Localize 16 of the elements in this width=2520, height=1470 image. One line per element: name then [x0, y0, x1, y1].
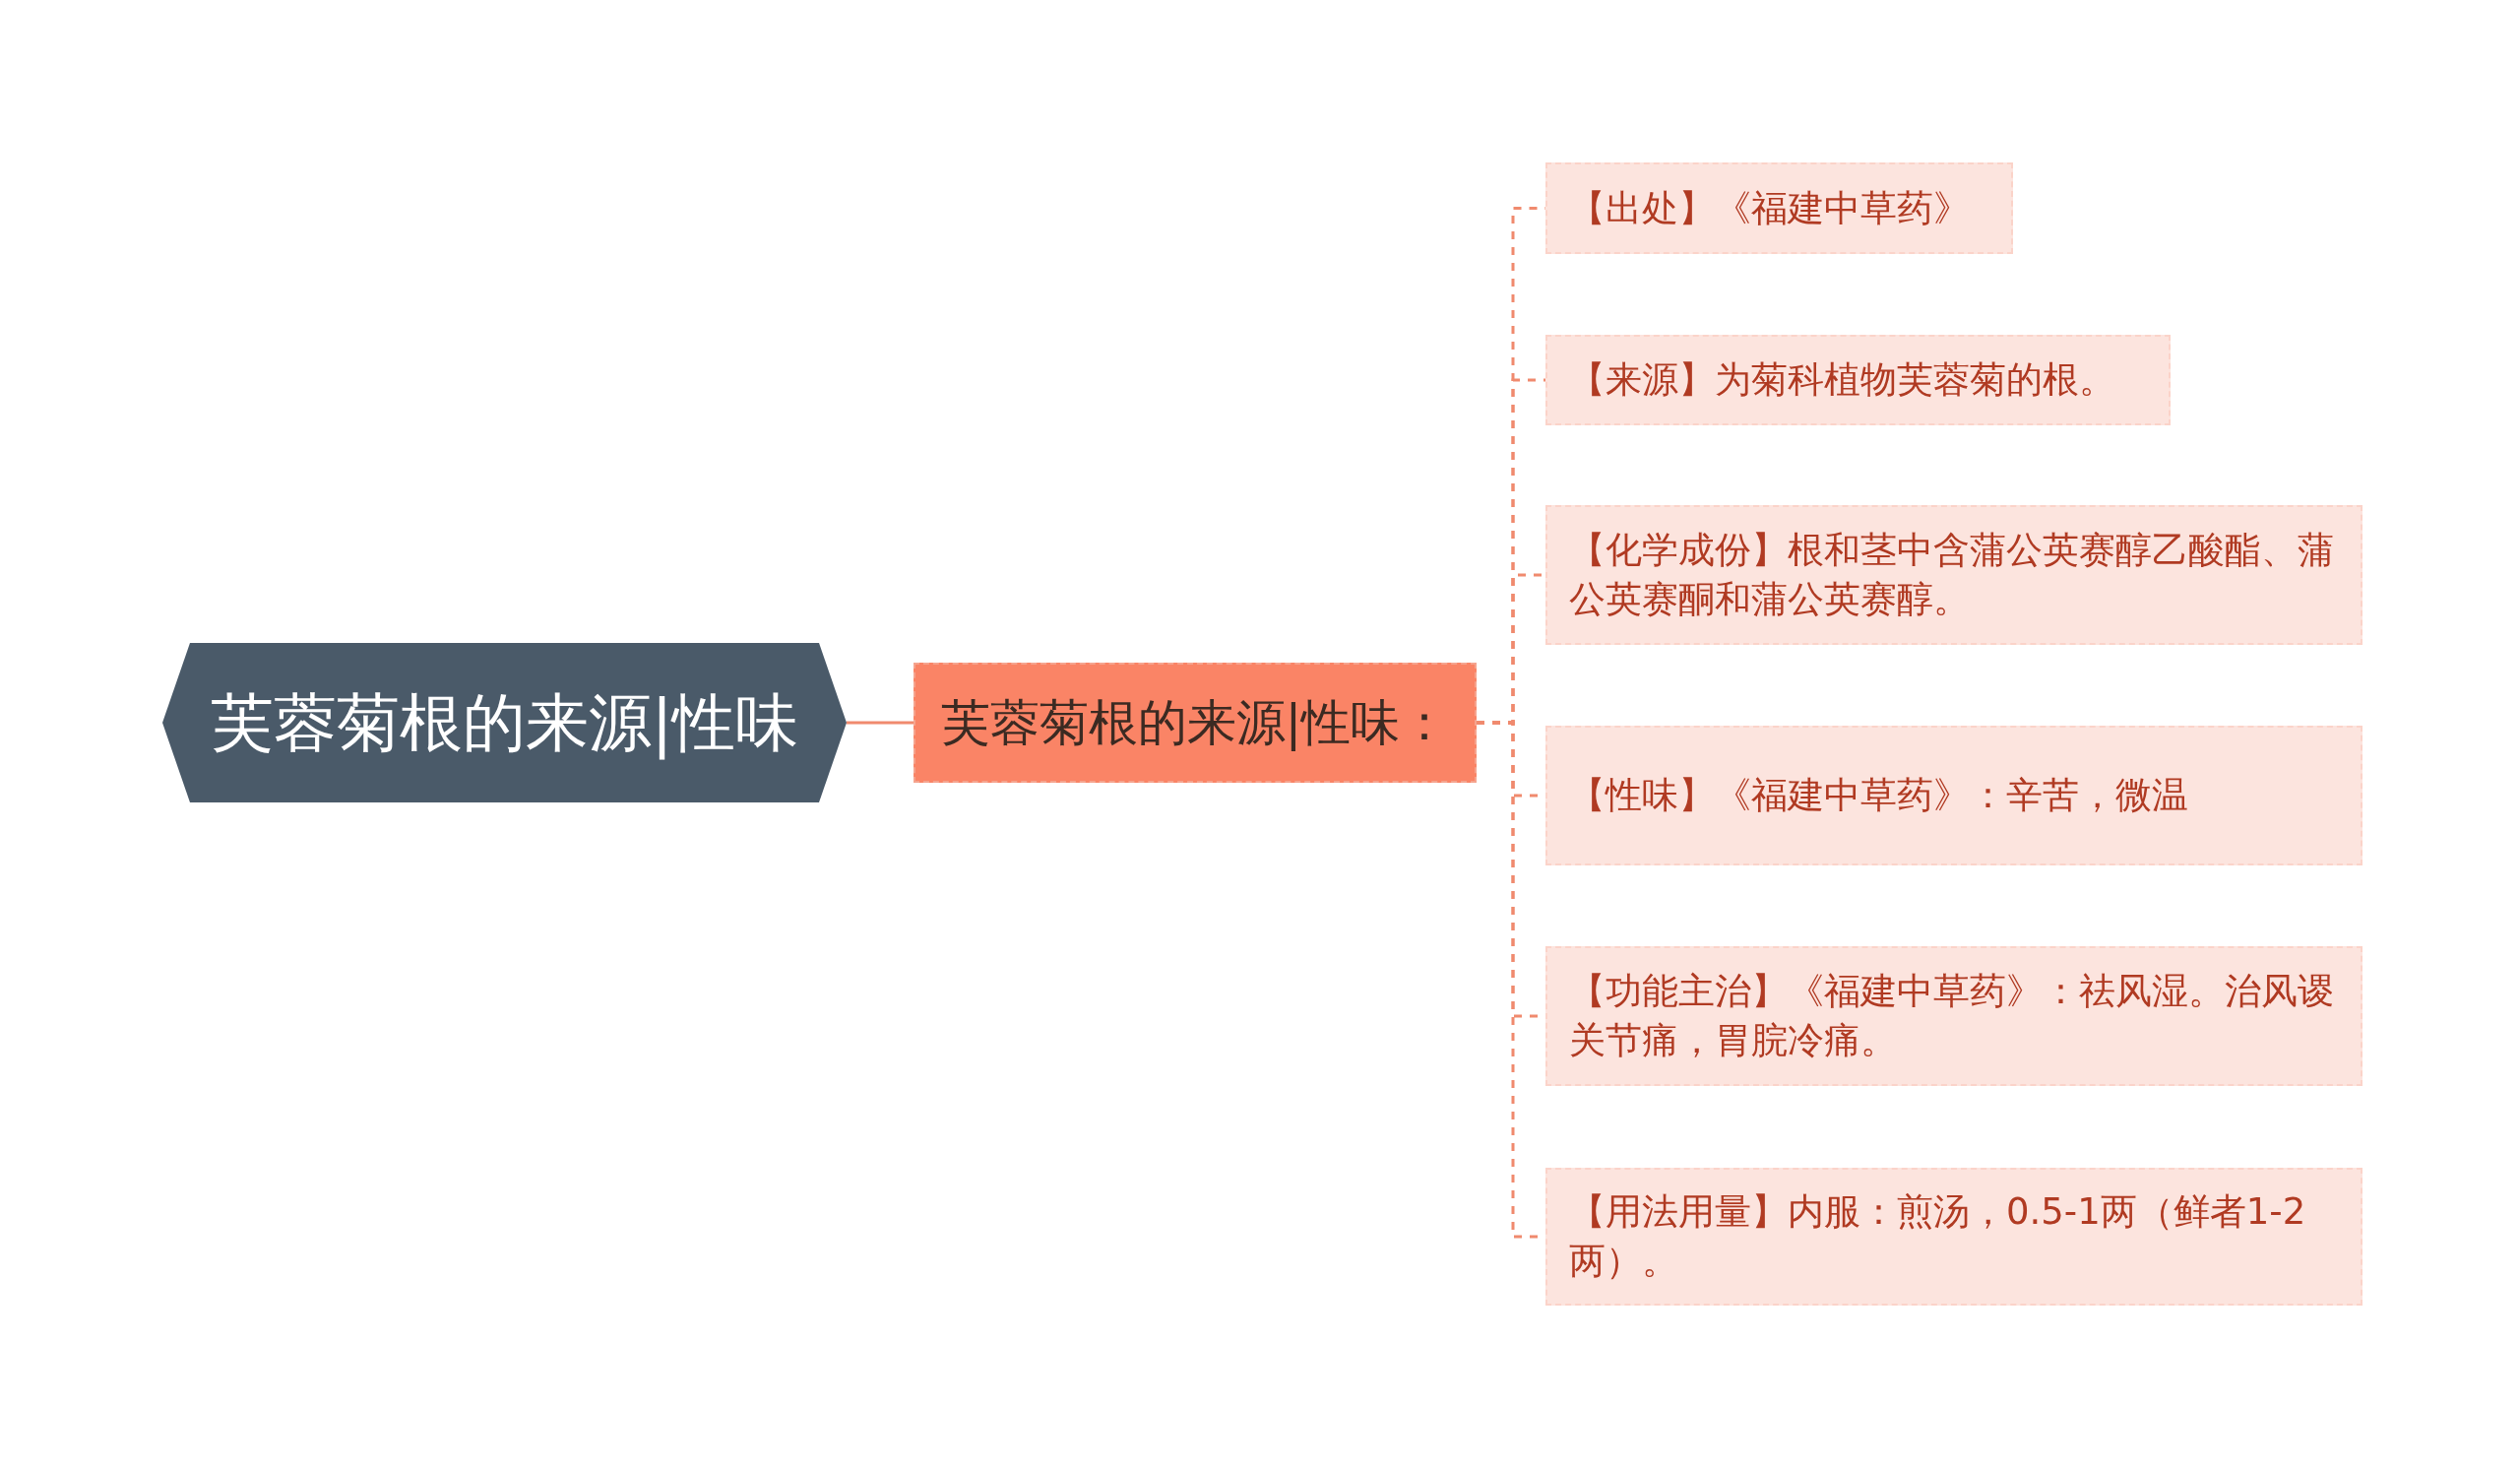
connector-line — [847, 721, 914, 725]
leaf-box — [1545, 1168, 2362, 1306]
leaf-text: 【出处】《福建中草药》 — [1569, 185, 1970, 231]
leaf-box — [1545, 946, 2362, 1086]
leaf-text: 【化学成份】根和茎中含蒲公英赛醇乙酸酯、蒲公英赛酮和蒲公英赛醇。 — [1569, 528, 2335, 622]
topic-label: 芙蓉菊根的来源|性味： — [940, 692, 1450, 753]
leaf-text: 【用法用量】内服：煎汤，0.5-1两（鲜者1-2两）。 — [1569, 1189, 2307, 1284]
leaf-text: 【来源】为菊科植物芙蓉菊的根。 — [1569, 357, 2115, 404]
leaf-box — [1545, 505, 2362, 645]
leaf-box — [1545, 162, 2013, 254]
leaf-text: 【功能主治】《福建中草药》：祛风湿。治风谡关节痛，胃脘冷痛。 — [1569, 969, 2335, 1063]
topic-box — [914, 663, 1477, 783]
leaf-box — [1545, 335, 2171, 425]
leaf-text: 【性味】《福建中草药》：辛苦，微温 — [1569, 773, 2188, 819]
topic-title: 芙蓉菊根的来源|性味 — [210, 684, 799, 762]
leaf-box — [1545, 726, 2362, 865]
